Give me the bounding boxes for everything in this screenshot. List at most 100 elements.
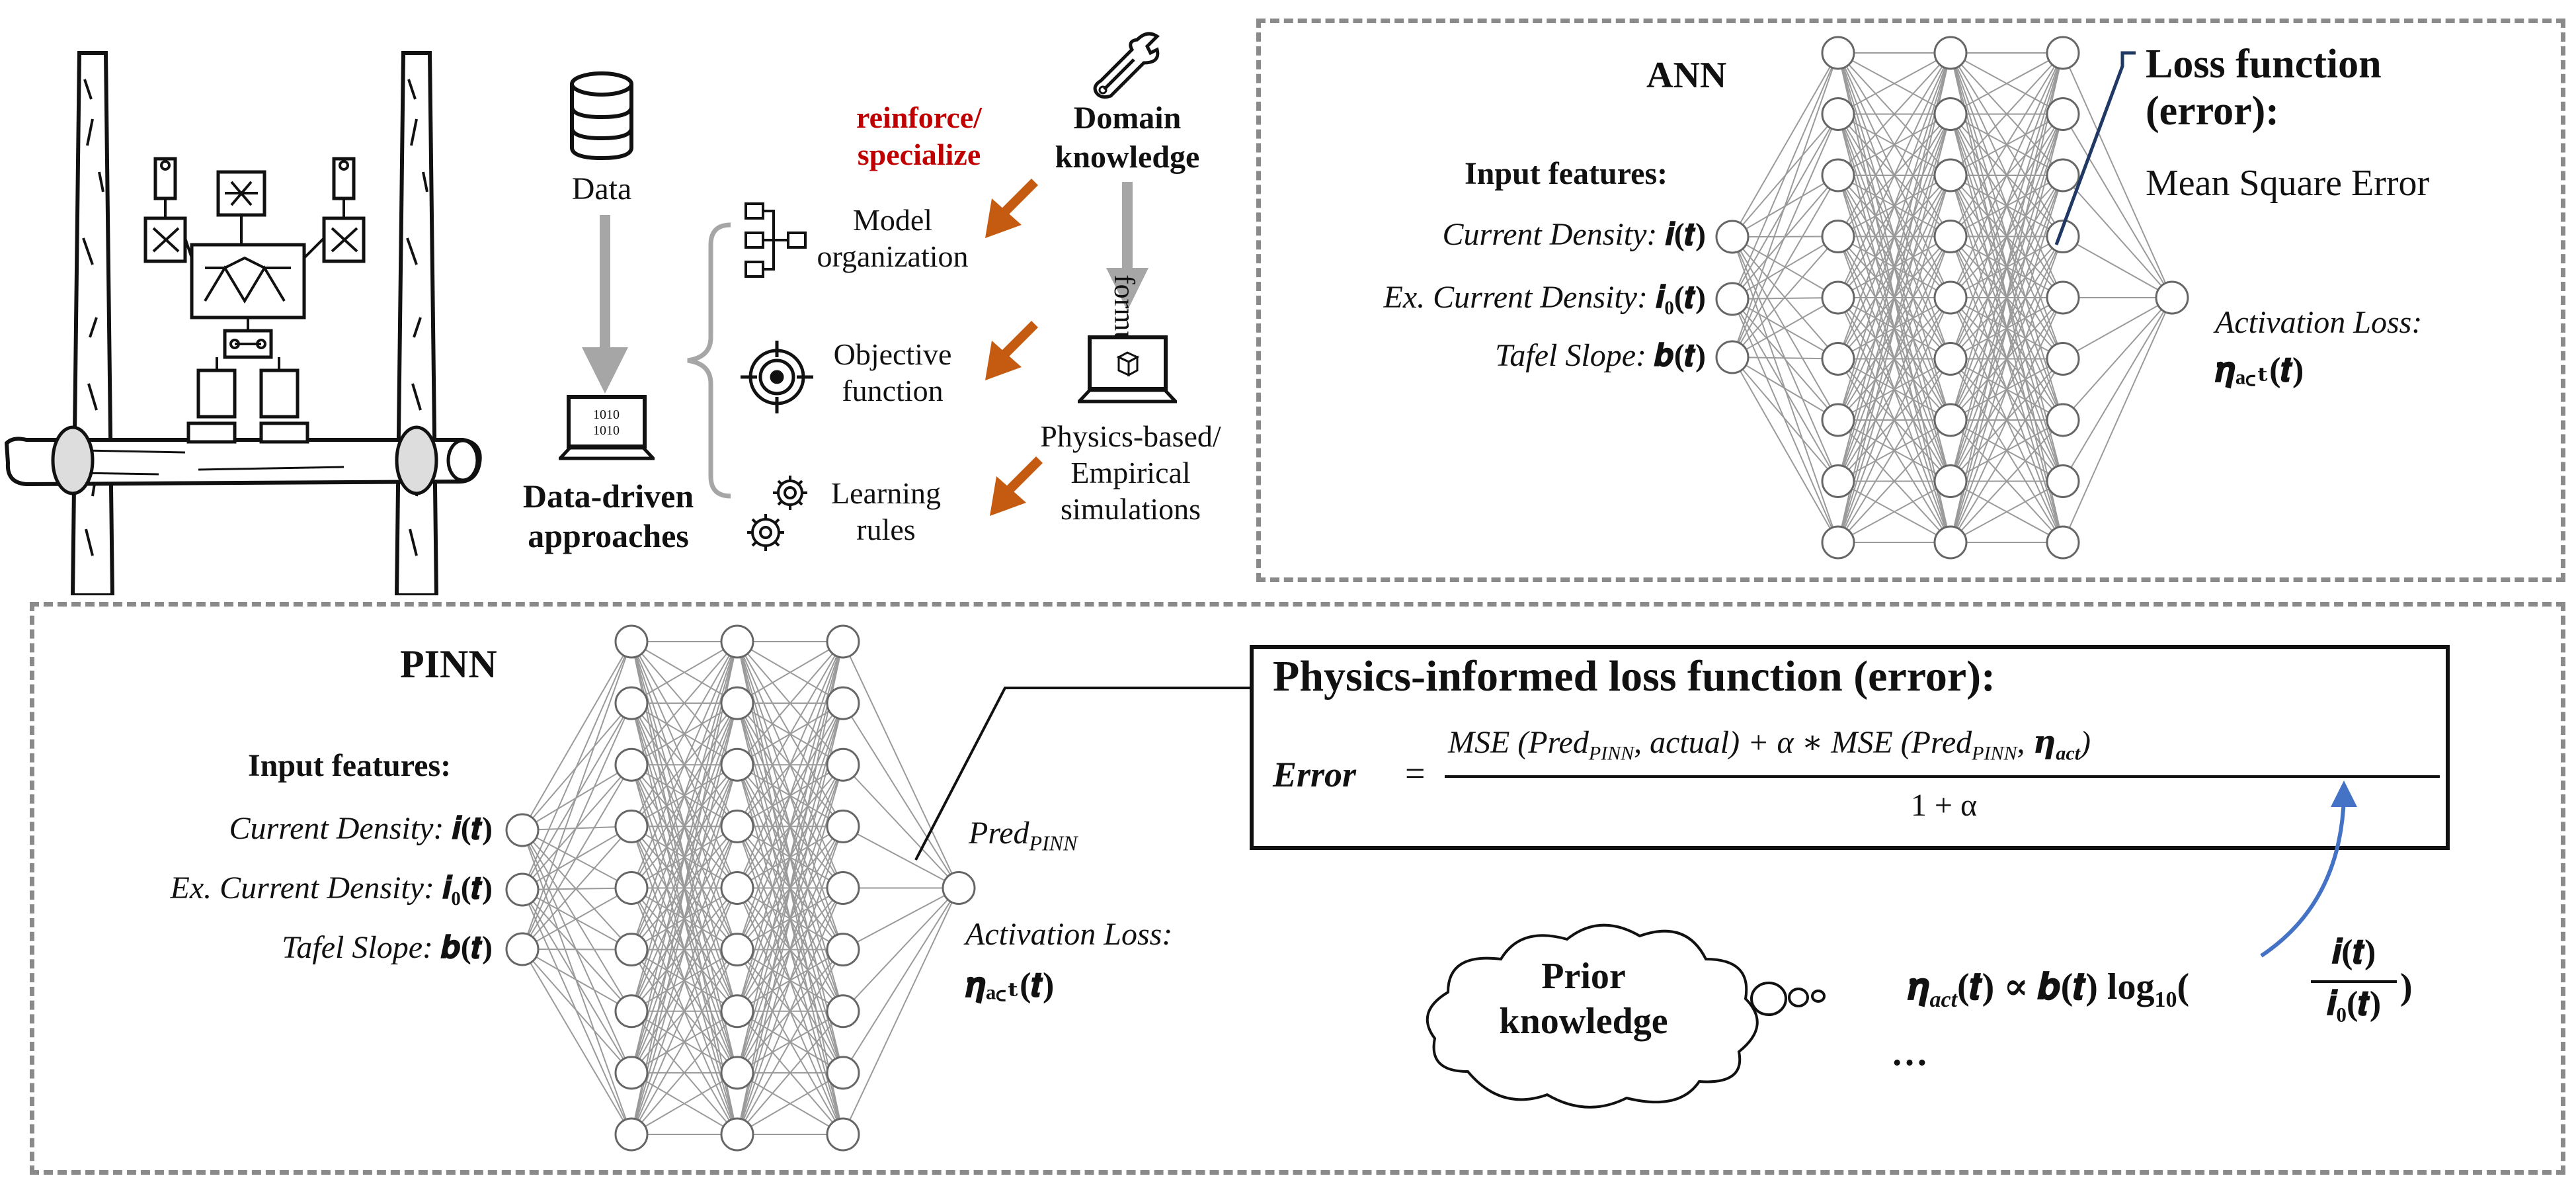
network-edge (842, 887, 959, 951)
network-edge (631, 641, 738, 1012)
network-node (614, 809, 649, 843)
num-eta-sub: act (2056, 742, 2081, 765)
network-edge (1950, 52, 2064, 176)
pinn-panel (30, 602, 2565, 1175)
network-edge (737, 1011, 844, 1135)
num-sub: PINN (1588, 742, 1634, 765)
network-node (2046, 342, 2080, 376)
tafel-fraction-bar (2311, 980, 2397, 983)
network-edge (1950, 358, 2064, 543)
network-node (2046, 280, 2080, 315)
svg-text:1010: 1010 (593, 407, 620, 422)
network-edge (522, 889, 632, 1074)
network-edge (522, 641, 632, 890)
network-node (1821, 403, 1855, 437)
network-edge (1950, 52, 2064, 421)
model-organization-label: Model organization (817, 203, 969, 274)
network-node (614, 1056, 649, 1090)
network-edge (1732, 298, 1839, 543)
laptop-icon: 1010 1010 (559, 395, 655, 460)
feature-label: Current Density: (229, 811, 452, 846)
feature-symbol: 𝒊₀(𝒕) (1655, 280, 1706, 315)
network-node (826, 871, 860, 905)
ann-input-heading: Input features: (1465, 156, 1668, 191)
network-node (826, 809, 860, 843)
network-edge (1732, 52, 1839, 358)
network-edge (522, 829, 632, 951)
network-edge (842, 887, 959, 1074)
network-edge (1950, 419, 2064, 543)
feature-label: Tafel Slope: (282, 930, 441, 965)
network-edge (522, 949, 632, 951)
network-node (720, 686, 754, 720)
network-node (826, 747, 860, 782)
feature-label: Ex. Current Density: (1383, 280, 1656, 315)
network-node (720, 871, 754, 905)
network-edge (737, 641, 844, 1012)
data-label: Data (571, 171, 632, 206)
gears-icon (747, 476, 807, 551)
pred-pointer-line (914, 687, 1250, 861)
network-edge (522, 889, 632, 1135)
network-edge (631, 764, 738, 1135)
network-node (1821, 464, 1855, 498)
network-edge (631, 641, 738, 765)
network-edge (1837, 236, 1951, 543)
network-edge (737, 641, 844, 827)
network-node (1933, 36, 1968, 70)
network-edge (737, 764, 844, 1135)
feature-symbol: 𝒊(𝒕) (1665, 217, 1706, 252)
data-driven-label: Data-driven approaches (522, 478, 694, 554)
network-node (826, 1056, 860, 1090)
network-edge (631, 949, 738, 1135)
network-node (1715, 282, 1750, 316)
network-node (1933, 280, 1968, 315)
network-edge (631, 641, 738, 888)
network-edge (1950, 236, 2064, 543)
network-edge (737, 1072, 844, 1135)
network-node (614, 994, 649, 1029)
network-edge (522, 641, 632, 950)
network-node (826, 686, 860, 720)
hierarchy-icon (745, 202, 807, 278)
network-edge (522, 887, 632, 950)
network-edge (522, 829, 632, 889)
pinn-output-label: Activation Loss: (965, 917, 1173, 952)
network-node (2046, 97, 2080, 131)
network-edge (522, 949, 632, 1012)
tafel-eq-numerator: 𝒊(𝒕) (2331, 933, 2376, 971)
network-node (614, 933, 649, 967)
learning-rules-label: Learning rules (830, 476, 942, 547)
network-node (1933, 342, 1968, 376)
network-node (1715, 340, 1750, 374)
network-node (505, 872, 540, 907)
network-edge (522, 829, 632, 1074)
network-node (720, 624, 754, 659)
network-edge (2062, 235, 2173, 298)
network-edge (842, 825, 959, 889)
network-node (505, 932, 540, 966)
num-part: , (2017, 725, 2033, 760)
network-edge (1837, 358, 1951, 543)
svg-text:1010: 1010 (593, 423, 620, 438)
network-edge (522, 764, 632, 950)
feature-symbol: 𝒊(𝒕) (452, 811, 493, 846)
feature-label: Current Density: (1442, 217, 1666, 252)
network-edge (737, 826, 844, 1135)
network-edge (737, 641, 844, 765)
feature-symbol: 𝒃(𝒕) (440, 930, 493, 965)
network-node (2046, 158, 2080, 192)
network-node (614, 624, 649, 659)
network-edge (2062, 297, 2173, 360)
ann-output-symbol: 𝜼ₐ꜀ₜ(𝒕) (2215, 351, 2304, 389)
ann-loss-title: Loss function (error): (2146, 42, 2382, 134)
network-edge (1950, 52, 2064, 237)
network-node (614, 1117, 649, 1152)
network-edge (631, 702, 738, 1135)
network-edge (2062, 175, 2173, 298)
network-node (614, 686, 649, 720)
network-edge (842, 764, 959, 889)
network-edge (1732, 298, 1839, 421)
num-part: MSE (Pred (1448, 725, 1589, 760)
pinn-pred-label: PredPINN (969, 815, 1077, 855)
